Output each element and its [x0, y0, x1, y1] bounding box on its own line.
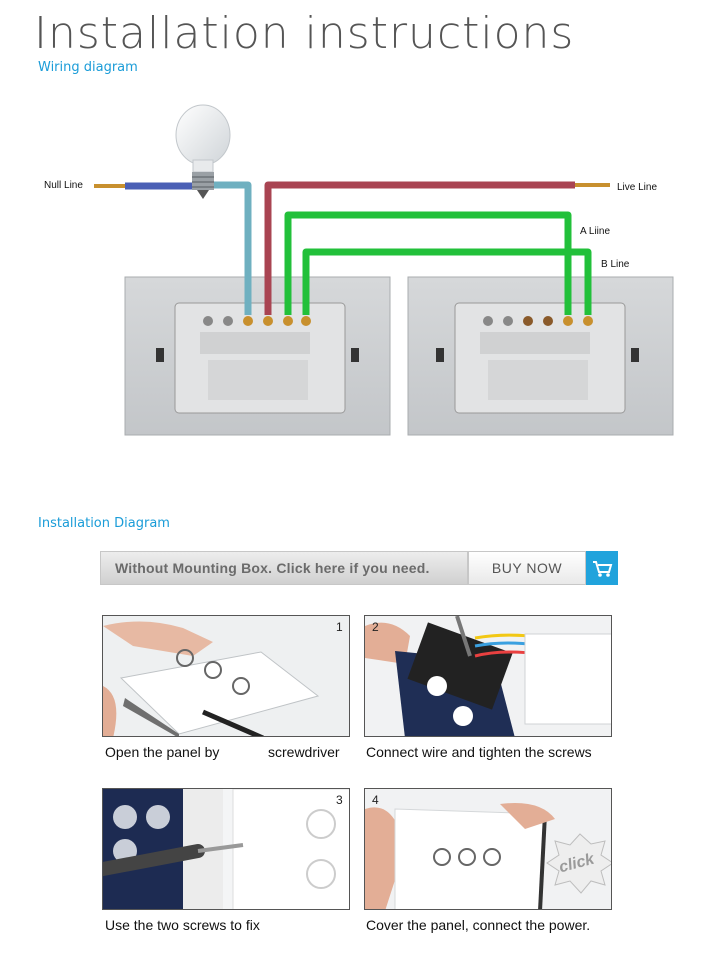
- cart-button[interactable]: [586, 551, 618, 585]
- page-title: Installation instructions: [34, 8, 575, 59]
- step-3-caption: Use the two screws to fix: [105, 917, 260, 933]
- step-2-photo: [364, 615, 612, 737]
- wires: [94, 181, 610, 315]
- wiring-diagram: Null Line Live Line A Liine B Line: [44, 104, 674, 436]
- lamp-wire: [212, 181, 252, 315]
- step-2-caption: Connect wire and tighten the screws: [366, 744, 592, 760]
- step-1-number: 1: [336, 620, 343, 634]
- step-2-number: 2: [372, 620, 379, 634]
- step-1-caption-right: screwdriver: [268, 744, 340, 760]
- switch-box-right: [407, 276, 674, 436]
- step-4-photo: click: [364, 788, 612, 910]
- step-4-caption: Cover the panel, connect the power.: [366, 917, 591, 933]
- installation-diagram-subtitle: Installation Diagram: [38, 516, 170, 531]
- a-line-label: A Liine: [580, 226, 610, 237]
- wiring-diagram-subtitle: Wiring diagram: [38, 60, 138, 75]
- step-3-photo: [102, 788, 350, 910]
- null-line-label: Null Line: [44, 180, 83, 191]
- step-1-photo: [102, 615, 350, 737]
- cart-icon: [593, 561, 613, 577]
- light-bulb-icon: [175, 104, 231, 199]
- step-1-caption-left: Open the panel by: [105, 744, 220, 760]
- step-4-number: 4: [372, 793, 379, 807]
- b-line-label: B Line: [601, 259, 630, 270]
- buy-now-button[interactable]: BUY NOW: [468, 551, 586, 585]
- live-wire: [264, 181, 575, 315]
- live-line-label: Live Line: [617, 182, 657, 193]
- purchase-bar[interactable]: Without Mounting Box. Click here if you …: [100, 551, 618, 585]
- purchase-message[interactable]: Without Mounting Box. Click here if you …: [100, 551, 468, 585]
- a-wire: [284, 211, 572, 315]
- switch-box-left: [124, 276, 391, 436]
- step-3-number: 3: [336, 793, 343, 807]
- b-wire: [302, 248, 592, 315]
